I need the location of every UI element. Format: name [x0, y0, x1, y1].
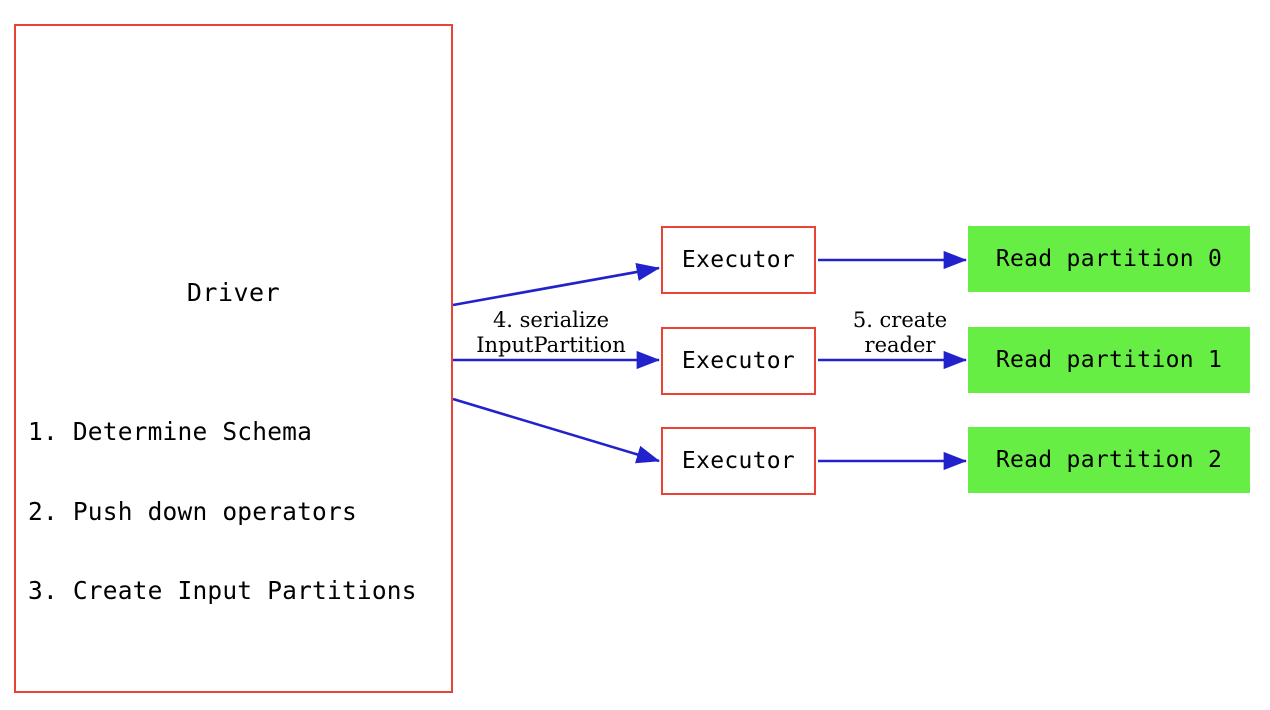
driver-node[interactable]: Driver 1. Determine Schema 2. Push down … [14, 24, 453, 693]
partition-label-1: Read partition 1 [995, 347, 1223, 373]
edge-label-create-reader-line1: 5. create [852, 308, 948, 332]
partition-node-0[interactable]: Read partition 0 [968, 226, 1250, 292]
driver-step-3: 3. Create Input Partitions [28, 576, 417, 605]
executor-node-2[interactable]: Executor [661, 427, 816, 495]
executor-label-0: Executor [681, 247, 796, 273]
driver-step-1: 1. Determine Schema [28, 417, 313, 446]
driver-steps-list: 1. Determine Schema 2. Push down operato… [28, 366, 417, 658]
executor-label-2: Executor [681, 448, 796, 474]
edge-label-serialize-line2: InputPartition [476, 333, 626, 357]
executor-label-1: Executor [681, 348, 796, 374]
edge-label-serialize-line1: 4. serialize [492, 308, 610, 332]
partition-label-2: Read partition 2 [995, 447, 1223, 473]
edge-label-create-reader-line2: reader [864, 333, 936, 357]
driver-title: Driver [186, 278, 281, 307]
arrow-driver-to-executor-0 [452, 262, 661, 307]
partition-node-1[interactable]: Read partition 1 [968, 327, 1250, 393]
edge-label-serialize-inputpartition: 4. serialize InputPartition [456, 308, 646, 358]
arrow-driver-to-executor-2 [452, 397, 660, 464]
partition-node-2[interactable]: Read partition 2 [968, 427, 1250, 493]
partition-label-0: Read partition 0 [995, 246, 1223, 272]
driver-step-2: 2. Push down operators [28, 496, 357, 526]
executor-node-1[interactable]: Executor [661, 327, 816, 395]
executor-node-0[interactable]: Executor [661, 226, 816, 294]
edge-label-create-reader: 5. create reader [830, 308, 970, 358]
